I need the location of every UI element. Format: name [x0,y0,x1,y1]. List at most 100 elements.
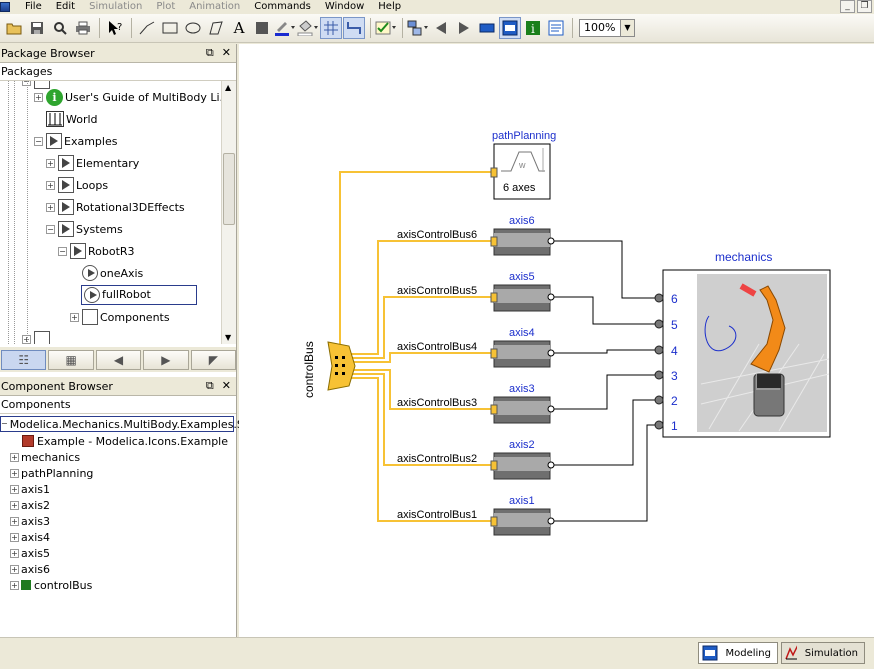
back-icon[interactable] [430,17,452,39]
modeling-mode-button[interactable]: Modeling [698,642,778,664]
menu-edit[interactable]: Edit [55,0,76,12]
save-icon[interactable] [26,17,48,39]
ellipse-tool-icon[interactable] [182,17,204,39]
tree-row-elementary[interactable]: + Elementary [46,153,139,173]
icon-layer-icon[interactable] [476,17,498,39]
tree-row-oneaxis[interactable]: oneAxis [82,263,143,283]
package-tree-scrollbar[interactable]: ▲ ▼ [221,81,236,344]
component-item-controlbus[interactable]: + controlBus [10,577,92,593]
menu-window[interactable]: Window [324,0,365,12]
up-arrow-icon[interactable]: ◤ [190,349,237,370]
manhattanize-icon[interactable] [343,17,365,39]
expand-icon[interactable]: + [70,312,79,322]
axis-block-5[interactable]: axis5 axisControlBus5 [397,271,555,312]
tree-row-multibody[interactable]: − [22,81,52,91]
tree-row-users-guide[interactable]: + i User's Guide of MultiBody Li... [34,87,230,107]
grid-view-icon[interactable]: ▦ [48,349,94,370]
collapse-icon[interactable]: − [34,136,43,146]
expand-icon[interactable]: + [10,532,19,542]
controlbus-connector[interactable] [327,341,356,391]
expand-icon[interactable]: + [10,516,19,526]
scrollbar-thumb[interactable] [223,153,235,225]
print-icon[interactable] [72,17,94,39]
expand-icon[interactable]: + [10,548,19,558]
menu-commands[interactable]: Commands [254,0,311,12]
component-item-axis5[interactable]: + axis5 [10,545,50,561]
check-icon[interactable] [375,17,397,39]
menu-help[interactable]: Help [378,0,402,12]
collapse-icon[interactable]: − [1,418,8,429]
bitmap-tool-icon[interactable] [251,17,273,39]
tree-row-examples[interactable]: − Examples [34,131,117,151]
menu-plot[interactable]: Plot [156,0,176,12]
tree-view-icon[interactable]: ☷ [1,349,47,370]
expand-icon[interactable]: + [10,500,19,510]
forward-icon[interactable] [453,17,475,39]
collapse-icon[interactable]: − [46,224,55,234]
tree-row-systems[interactable]: − Systems [46,219,123,239]
axis-block-2[interactable]: axis2 axisControlBus2 [397,439,555,480]
undock-icon[interactable]: ⧉ [205,379,214,392]
polygon-tool-icon[interactable] [205,17,227,39]
back-arrow-icon[interactable]: ◀ [95,349,142,370]
rectangle-tool-icon[interactable] [159,17,181,39]
mechanics-block[interactable] [662,269,831,438]
tree-row-rotational3deffects[interactable]: + Rotational3DEffects [46,197,185,217]
undock-icon[interactable]: ⧉ [205,46,214,59]
expand-icon[interactable]: + [10,484,19,494]
simulation-mode-button[interactable]: Simulation [781,642,865,664]
menu-animation[interactable]: Animation [189,0,241,12]
component-item-mechanics[interactable]: + mechanics [10,449,80,465]
menu-file[interactable]: File [25,0,42,12]
component-item-axis4[interactable]: + axis4 [10,529,50,545]
component-item-axis3[interactable]: + axis3 [10,513,50,529]
line-color-icon[interactable] [274,17,296,39]
component-item-axis2[interactable]: + axis2 [10,497,50,513]
grid-toggle-icon[interactable] [320,17,342,39]
expand-icon[interactable]: + [10,468,19,478]
scroll-down-icon[interactable]: ▼ [225,333,232,342]
scroll-up-icon[interactable]: ▲ [225,83,232,92]
expand-icon[interactable]: + [10,452,19,462]
expand-icon[interactable]: + [10,580,19,590]
axis-block-6[interactable]: axis6 axisControlBus6 [397,215,555,256]
component-item-axis6[interactable]: + axis6 [10,561,50,577]
collapse-icon[interactable]: − [22,81,31,86]
component-root[interactable]: − Modelica.Mechanics.MultiBody.Examples.… [0,416,259,432]
component-example[interactable]: Example - Modelica.Icons.Example [22,433,228,449]
expand-icon[interactable]: + [46,180,55,190]
expand-icon[interactable]: + [22,334,31,344]
tree-row-components[interactable]: + Components [70,307,170,327]
package-view-icon[interactable] [407,17,429,39]
modelica-text-icon[interactable] [545,17,567,39]
component-item-pathplanning[interactable]: + pathPlanning [10,465,93,481]
close-icon[interactable]: ✕ [221,379,231,392]
pathplanning-block[interactable]: w 6 axes [490,143,551,200]
menu-simulation[interactable]: Simulation [89,0,143,12]
text-tool-icon[interactable]: A [233,19,245,37]
expand-icon[interactable]: + [10,564,19,574]
axis-block-4[interactable]: axis4 axisControlBus4 [397,327,555,368]
forward-arrow-icon[interactable]: ▶ [143,349,189,370]
collapse-icon[interactable]: − [58,246,67,256]
open-icon[interactable] [3,17,25,39]
expand-icon[interactable]: + [46,202,55,212]
expand-icon[interactable]: + [46,158,55,168]
fill-color-icon[interactable] [297,17,319,39]
zoom-dropdown-icon[interactable]: ▼ [621,19,635,37]
zoom-input[interactable]: 100% [579,19,621,37]
tree-row-forces[interactable]: + [22,329,52,344]
tree-row-robotr3[interactable]: − RobotR3 [58,241,135,261]
diagram-layer-icon[interactable] [499,17,521,39]
documentation-layer-icon[interactable]: i [522,17,544,39]
axis-block-1[interactable]: axis1 axisControlBus1 [397,495,555,536]
diagram-canvas[interactable]: pathPlanning w 6 axes controlBus mechani… [239,44,874,637]
close-icon[interactable]: ✕ [221,46,231,59]
restore-button[interactable]: ❐ [857,0,872,13]
component-item-axis1[interactable]: + axis1 [10,481,50,497]
line-tool-icon[interactable] [136,17,158,39]
tree-row-fullrobot[interactable]: fullRobot [81,285,197,305]
axis-block-3[interactable]: axis3 axisControlBus3 [397,383,555,424]
expand-icon[interactable]: + [34,92,43,102]
minimize-button[interactable]: _ [840,0,855,13]
